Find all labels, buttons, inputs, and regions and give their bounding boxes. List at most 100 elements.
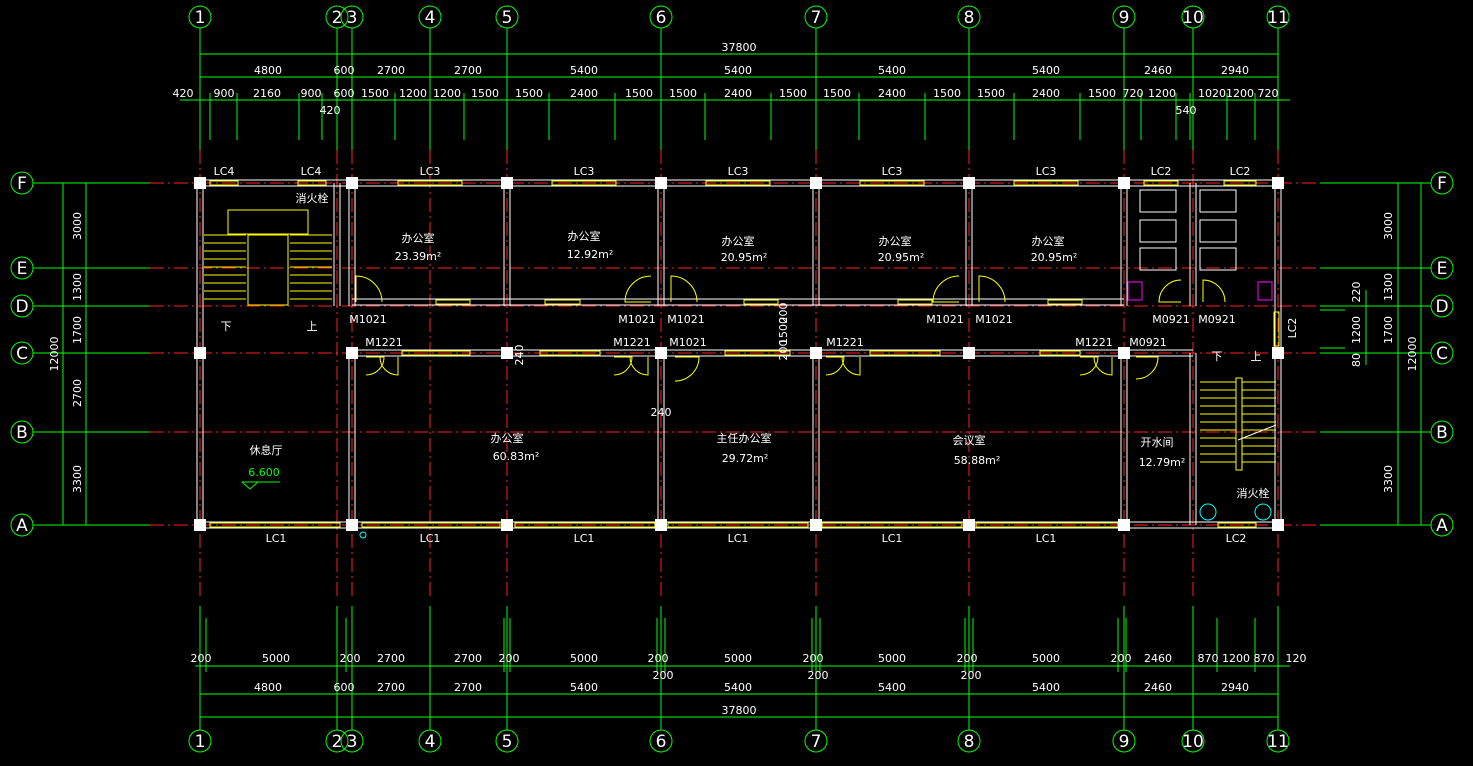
door-swing [365, 356, 385, 376]
dimension-label: 900 [214, 87, 235, 100]
dimension-label: 1500 [515, 87, 543, 100]
window [1273, 311, 1280, 347]
axis-label-9: 9 [1119, 732, 1130, 752]
structural-column [1272, 519, 1284, 531]
axis-label-5: 5 [502, 732, 513, 752]
dimension-label: 1700 [71, 316, 84, 344]
axis-bubble [1181, 729, 1205, 753]
dimension-label: 600 [334, 64, 355, 77]
window [551, 180, 617, 186]
bottom-dimension-labels: 200 5000 200 2700 2700 200 5000 200 5000… [191, 652, 1307, 717]
dimension-label: 3300 [1382, 465, 1395, 493]
window [1047, 299, 1083, 305]
dimension-label: 1500 [669, 87, 697, 100]
axis-bubble [10, 171, 34, 195]
dimension-label: 1500 [471, 87, 499, 100]
door-label: M0921 [1198, 313, 1236, 326]
axis-label-10: 10 [1182, 8, 1204, 28]
axis-bubble [1266, 729, 1290, 753]
window [297, 180, 327, 186]
dimension-label: 2460 [1144, 64, 1172, 77]
axis-label-2: 2 [332, 8, 343, 28]
door-label: M1221 [613, 336, 651, 349]
structural-column [346, 519, 358, 531]
dimension-label: 1300 [71, 273, 84, 301]
window-label: LC3 [882, 165, 903, 178]
structural-column [501, 347, 513, 359]
window-label: LC2 [1230, 165, 1251, 178]
axis-label-D: D [1435, 297, 1448, 317]
dimension-label: 37800 [722, 41, 757, 54]
door-swing [624, 275, 652, 303]
axis-label-7: 7 [811, 732, 822, 752]
dimension-label: 5400 [1032, 681, 1060, 694]
structural-column [501, 177, 513, 189]
stair-landing [227, 209, 309, 235]
axis-bubble [1430, 171, 1454, 195]
window [539, 350, 601, 356]
room-area: 20.95m² [878, 251, 925, 264]
window [361, 522, 501, 528]
axis-label-D: D [15, 297, 28, 317]
axis-bubble [340, 729, 364, 753]
axis-bubble [10, 294, 34, 318]
door-swing [613, 356, 633, 376]
room-name: 办公室 [568, 229, 601, 243]
dimension-label: 2700 [454, 681, 482, 694]
structural-column [655, 177, 667, 189]
window-label: LC4 [214, 165, 235, 178]
door-swing [629, 356, 649, 376]
dimension-label: 200 [957, 652, 978, 665]
window-label: LC1 [574, 532, 595, 545]
window-label: LC1 [728, 532, 749, 545]
room-area: 20.95m² [1031, 251, 1078, 264]
dimension-label: 2160 [253, 87, 281, 100]
washbasin [1257, 281, 1273, 301]
structural-column [1118, 347, 1130, 359]
room-name: 办公室 [1032, 234, 1065, 248]
room-area: 60.83m² [493, 450, 540, 463]
axis-label-3: 3 [347, 8, 358, 28]
dimension-label: 5000 [724, 652, 752, 665]
door-label: M0921 [1129, 336, 1167, 349]
column-axis-bubbles-top: 1 2 3 4 5 6 7 8 9 10 11 [188, 5, 1290, 29]
axis-label-C: C [16, 344, 28, 364]
axis-label-11: 11 [1267, 8, 1289, 28]
stair-down-label: 下 [1212, 350, 1223, 363]
structural-column [346, 347, 358, 359]
dimension-label: 900 [301, 87, 322, 100]
window [1143, 180, 1179, 186]
door-label: M1221 [365, 336, 403, 349]
dimension-label: 2700 [454, 652, 482, 665]
door-swing [670, 275, 698, 303]
window-label: LC1 [266, 532, 287, 545]
axis-bubble [1181, 5, 1205, 29]
row-axis-bubbles-right: F E D C B A [1430, 171, 1454, 537]
room-area: 12.92m² [567, 248, 614, 261]
room-area: 20.95m² [721, 251, 768, 264]
axis-label-E: E [17, 259, 28, 279]
axis-bubble [804, 729, 828, 753]
room-name: 办公室 [402, 231, 435, 245]
axis-bubble [1112, 5, 1136, 29]
door-swing [379, 356, 399, 376]
dimension-label: 3000 [1382, 212, 1395, 240]
fire-hydrant-label: 消火栓 [296, 191, 329, 205]
toilet-fixtures [359, 189, 1273, 539]
dimension-label: 12000 [48, 337, 61, 372]
window [544, 299, 581, 305]
dimension-label: 1500 [777, 317, 790, 345]
dimension-label: 240 [651, 406, 672, 419]
dimension-label: 200 [340, 652, 361, 665]
dimension-label: 5000 [570, 652, 598, 665]
dimension-label: 1500 [977, 87, 1005, 100]
axis-label-11: 11 [1267, 732, 1289, 752]
side-dimension-labels: 3000 1300 1700 2700 3300 12000 3000 1300… [48, 212, 1419, 493]
axis-label-A: A [16, 516, 28, 536]
dimension-label: 2700 [377, 681, 405, 694]
dimension-label: 200 [803, 652, 824, 665]
room-name: 办公室 [879, 234, 912, 248]
axis-bubble [957, 5, 981, 29]
axis-label-A: A [1436, 516, 1448, 536]
axis-label-4: 4 [425, 8, 436, 28]
